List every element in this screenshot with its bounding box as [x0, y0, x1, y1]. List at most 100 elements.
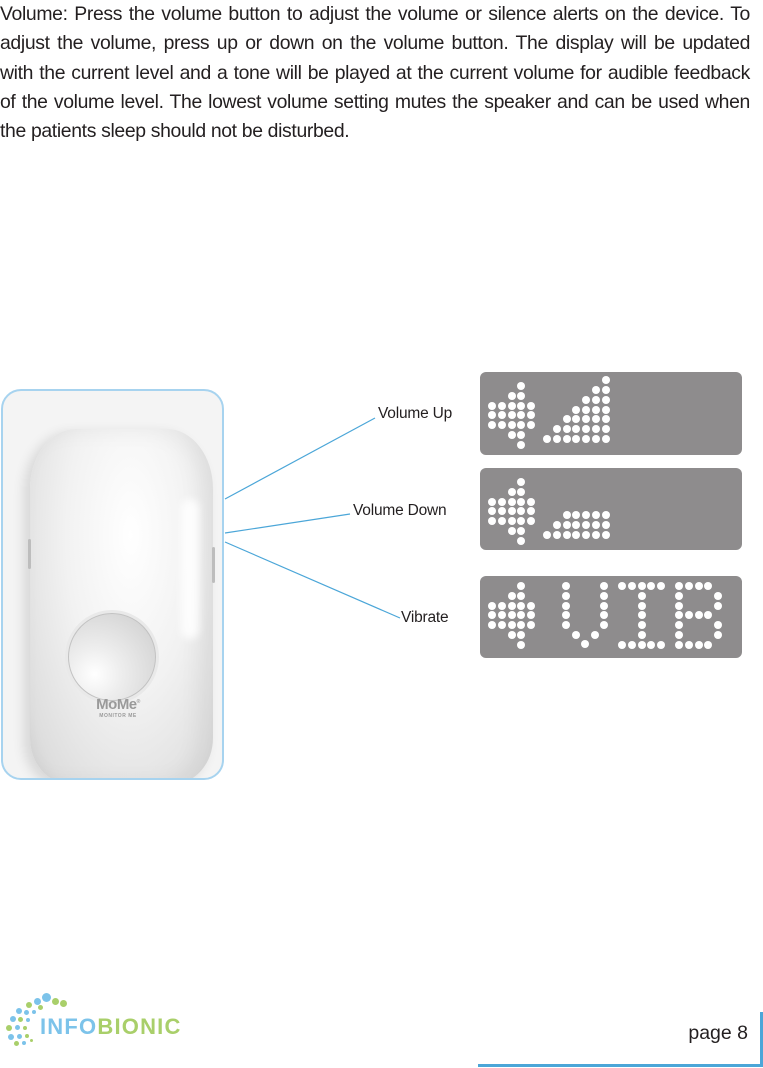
led-dot	[582, 531, 591, 539]
logo-info: INFO	[40, 1014, 98, 1039]
led-dot	[488, 401, 496, 410]
led-dot	[497, 497, 506, 506]
led-dot	[562, 611, 570, 620]
led-dot	[517, 640, 526, 649]
led-dot	[517, 621, 526, 630]
led-dot	[704, 640, 713, 649]
led-dot	[517, 601, 526, 610]
led-dot	[562, 435, 571, 443]
led-dot	[552, 531, 561, 539]
callout-line-volume-down	[224, 513, 351, 534]
led-dot	[488, 611, 496, 620]
led-dot	[517, 478, 526, 486]
led-dot	[637, 591, 646, 600]
led-dot	[517, 536, 526, 545]
led-dot	[507, 631, 516, 639]
led-dot	[517, 507, 526, 516]
led-dot	[601, 521, 610, 530]
led-dot	[517, 487, 526, 496]
led-dot	[582, 425, 591, 434]
led-dot	[627, 640, 636, 649]
display-vibrate	[480, 576, 742, 658]
led-dot	[572, 521, 581, 530]
led-dot	[488, 411, 496, 420]
led-dot	[600, 601, 608, 610]
led-dot	[684, 640, 693, 649]
led-dot	[592, 511, 600, 520]
led-dot	[675, 621, 683, 630]
led-dot	[552, 521, 561, 530]
led-dot	[562, 601, 570, 610]
led-dot	[582, 415, 591, 424]
led-dot	[497, 401, 506, 410]
led-dot	[592, 435, 600, 443]
led-dot	[517, 401, 526, 410]
led-dot	[714, 631, 723, 639]
led-dot	[572, 405, 581, 414]
led-dot	[507, 601, 516, 610]
infobionic-logo: INFOBIONIC	[2, 990, 192, 1050]
page-footer: page 8	[478, 1012, 763, 1067]
led-dot	[507, 621, 516, 630]
led-dot	[582, 405, 591, 414]
led-dot	[517, 440, 526, 449]
volume-description-paragraph: Volume: Press the volume button to adjus…	[0, 3, 750, 143]
led-dot	[527, 421, 536, 430]
led-dot	[517, 527, 526, 535]
led-dot	[675, 601, 683, 610]
led-dot	[714, 621, 723, 630]
led-dot	[507, 527, 516, 535]
led-dot	[488, 517, 496, 526]
led-dot	[562, 511, 571, 520]
led-dot	[675, 611, 683, 620]
led-dot	[647, 640, 656, 649]
led-dot	[637, 631, 646, 639]
led-dot	[497, 507, 506, 516]
led-dot	[507, 421, 516, 430]
led-dot	[601, 386, 610, 394]
led-dot	[657, 582, 666, 590]
led-dot	[657, 640, 666, 649]
led-dot	[562, 591, 570, 600]
led-dot	[517, 421, 526, 430]
led-dot	[572, 435, 581, 443]
led-dot	[637, 640, 646, 649]
led-dot	[517, 517, 526, 526]
led-dot	[488, 601, 496, 610]
led-dot	[507, 411, 516, 420]
led-dot	[488, 507, 496, 516]
device-highlight	[181, 499, 199, 639]
led-dot	[601, 511, 610, 520]
led-dot	[488, 497, 496, 506]
display-volume-down	[480, 468, 742, 550]
led-dot	[601, 405, 610, 414]
led-dot	[627, 582, 636, 590]
led-dot	[704, 582, 713, 590]
led-dot	[572, 531, 581, 539]
device-side-button-left	[28, 539, 31, 569]
led-dot	[497, 601, 506, 610]
brand-name: MoMe	[96, 696, 137, 713]
led-dot	[694, 582, 703, 590]
led-dot	[507, 401, 516, 410]
device-volume-button	[212, 547, 215, 583]
led-dot	[637, 611, 646, 620]
device-image-frame: MoMe® MONITOR ME	[1, 389, 224, 780]
led-dot	[600, 582, 608, 590]
led-dot	[517, 591, 526, 600]
led-dot	[592, 531, 600, 539]
led-dot	[600, 621, 608, 630]
led-dot	[507, 591, 516, 600]
led-dot	[637, 601, 646, 610]
led-dot	[527, 411, 536, 420]
led-dot	[507, 487, 516, 496]
led-dot	[582, 511, 591, 520]
led-dot	[562, 531, 571, 539]
led-dot	[618, 640, 626, 649]
brand-subtitle: MONITOR ME	[99, 713, 137, 719]
led-dot	[562, 521, 571, 530]
led-dot	[562, 582, 570, 590]
led-dot	[517, 431, 526, 439]
led-dot	[592, 521, 600, 530]
